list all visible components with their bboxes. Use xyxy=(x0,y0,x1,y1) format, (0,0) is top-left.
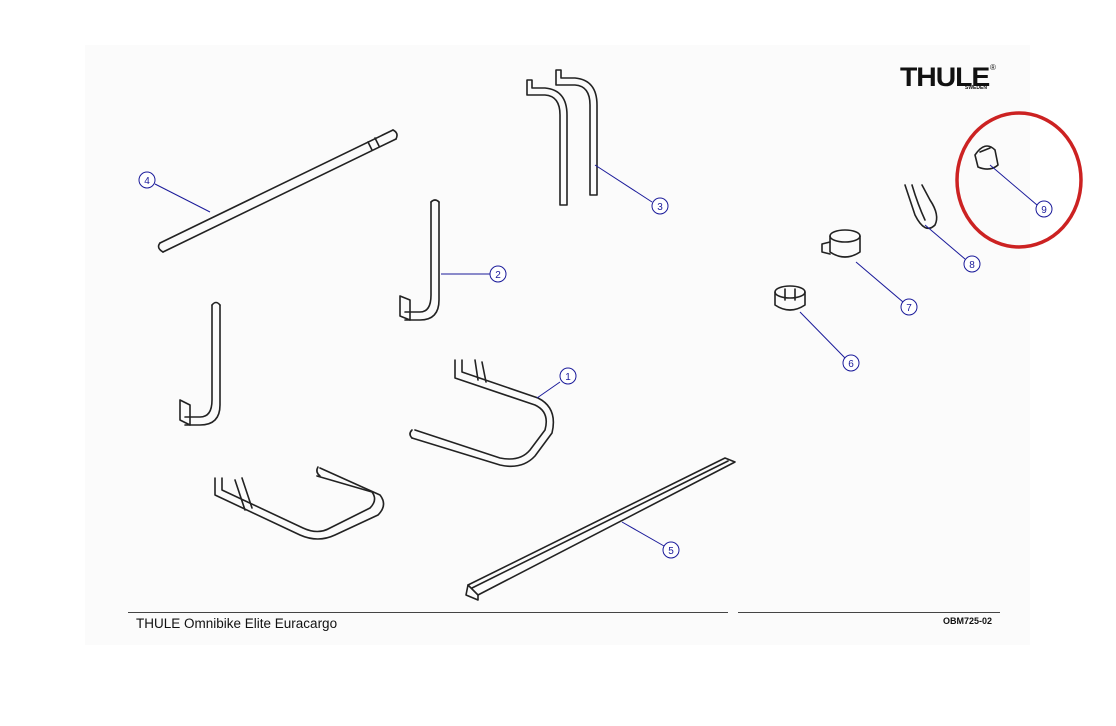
footer-rule-left xyxy=(128,612,728,613)
callout-9-circle xyxy=(1035,200,1053,218)
part-4-tube xyxy=(157,129,398,253)
callout-8: 8 xyxy=(969,260,975,271)
callout-5: 5 xyxy=(668,546,674,557)
callout-7: 7 xyxy=(906,303,912,314)
callout-3-circle xyxy=(651,197,669,215)
part-8-strap xyxy=(904,184,938,230)
part-2-arm xyxy=(399,199,440,321)
callout-1-circle xyxy=(559,367,577,385)
callout-2: 2 xyxy=(495,270,501,281)
callout-6: 6 xyxy=(848,359,854,370)
callout-4-circle xyxy=(138,171,156,189)
thule-logo-subtext: SWEDEN xyxy=(965,85,987,91)
part-9-cap xyxy=(974,145,999,170)
part-6-clamp xyxy=(774,285,806,311)
part-arm-left xyxy=(179,301,221,426)
callout-9: 9 xyxy=(1041,205,1047,216)
registered-mark: ® xyxy=(990,63,996,72)
callout-1: 1 xyxy=(565,372,571,383)
part-3-bars xyxy=(526,69,598,206)
callout-8-circle xyxy=(963,255,981,273)
callout-2-circle xyxy=(489,265,507,283)
callout-7-circle xyxy=(900,298,918,316)
part-1-frame xyxy=(409,359,555,468)
part-frame-lower xyxy=(214,466,385,540)
callout-5-circle xyxy=(662,541,680,559)
part-5-rail xyxy=(465,457,736,601)
highlight-circle xyxy=(955,111,1083,249)
thule-logo: THULE xyxy=(900,62,990,92)
leader-lines xyxy=(154,164,1038,547)
part-7-clamp xyxy=(821,229,861,258)
callout-6-circle xyxy=(842,354,860,372)
footer-rule-right xyxy=(738,612,1000,613)
callout-3: 3 xyxy=(657,202,663,213)
footer-title: THULE Omnibike Elite Euracargo xyxy=(136,616,338,631)
callout-4: 4 xyxy=(144,176,150,187)
footer-code: OBM725-02 xyxy=(943,616,993,626)
